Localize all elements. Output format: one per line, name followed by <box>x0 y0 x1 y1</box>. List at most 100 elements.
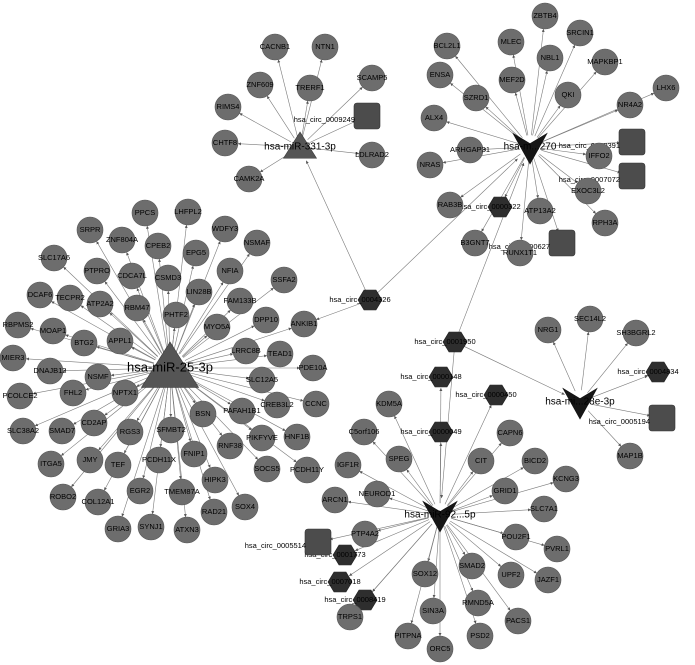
node-synj1[interactable]: SYNJ1 <box>137 513 165 541</box>
node-phtf2[interactable]: PHTF2 <box>162 301 190 329</box>
node-rbm47[interactable]: RBM47 <box>123 294 151 322</box>
node-pcolce2[interactable]: PCOLCE2 <box>2 382 38 410</box>
node-ensa[interactable]: ENSA <box>426 61 454 89</box>
node-rph3a[interactable]: RPH3A <box>591 209 619 237</box>
node-rmnd5a[interactable]: RMND5A <box>462 589 494 617</box>
node-pafah1b1[interactable]: PAFAH1B1 <box>223 397 261 425</box>
node-pacs1[interactable]: PACS1 <box>504 607 532 635</box>
node-rims4[interactable]: RIMS4 <box>214 93 242 121</box>
node-pitpna[interactable]: PITPNA <box>394 622 422 650</box>
node-atxn3[interactable]: ATXN3 <box>173 516 201 544</box>
node-rnf38[interactable]: RNF38 <box>216 432 244 460</box>
node-nbl1[interactable]: NBL1 <box>536 44 564 72</box>
node-cdca7l[interactable]: CDCA7L <box>117 262 147 290</box>
node-slc17a6[interactable]: SLC17A6 <box>38 244 70 272</box>
node-smad7[interactable]: SMAD7 <box>48 417 76 445</box>
node-cacnb1[interactable]: CACNB1 <box>260 33 290 61</box>
node-c0148[interactable]: hsa_circ_0000148 <box>400 366 462 388</box>
node-igf1r[interactable]: IGF1R <box>334 451 362 479</box>
node-lin28b[interactable]: LIN28B <box>185 278 213 306</box>
node-wdfy3[interactable]: WDFY3 <box>211 215 239 243</box>
node-moap1[interactable]: MOAP1 <box>39 317 67 345</box>
node-hnf1b[interactable]: HNF1B <box>283 423 311 451</box>
node-fnip1[interactable]: FNIP1 <box>180 440 208 468</box>
node-nptx1[interactable]: NPTX1 <box>111 379 139 407</box>
node-mlec[interactable]: MLEC <box>497 28 525 56</box>
node-c0049[interactable]: hsa_circ_0000049 <box>400 421 462 443</box>
node-cd2ap[interactable]: CD2AP <box>80 409 108 437</box>
node-arcn1[interactable]: ARCN1 <box>321 486 349 514</box>
node-slc12a5[interactable]: SLC12A5 <box>246 366 278 394</box>
node-rab3b[interactable]: RAB3B <box>436 191 464 219</box>
node-trerf1[interactable]: TRERF1 <box>295 74 325 102</box>
node-creb3l2[interactable]: CREB3L2 <box>260 391 294 419</box>
node-iffo2[interactable]: IFFO2 <box>585 142 613 170</box>
node-grid1[interactable]: GRID1 <box>491 477 519 505</box>
node-c0391[interactable]: hsa_circ_0000391 <box>559 128 646 156</box>
node-c9249[interactable]: hsa_circ_0009249 <box>294 102 381 130</box>
node-znf609[interactable]: ZNF609 <box>246 71 274 99</box>
node-c8419[interactable]: hsa_circ_0008419 <box>324 589 386 611</box>
node-qki[interactable]: QKI <box>554 81 582 109</box>
node-trps1[interactable]: TRPS1 <box>336 603 364 631</box>
node-robo2[interactable]: ROBO2 <box>49 483 77 511</box>
node-capn6[interactable]: CAPN6 <box>496 419 524 447</box>
node-jmy[interactable]: JMY <box>76 446 104 474</box>
node-c4326[interactable]: hsa_circ_0004326 <box>329 289 391 311</box>
node-atp2a2[interactable]: ATP2A2 <box>86 290 114 318</box>
node-ntn1[interactable]: NTN1 <box>311 33 339 61</box>
node-sfmbt2[interactable]: SFMBT2 <box>156 416 186 444</box>
node-mir25[interactable]: hsa-miR-25-3p <box>127 341 213 388</box>
node-sin3a[interactable]: SIN3A <box>419 597 447 625</box>
node-nr4a2[interactable]: NR4A2 <box>616 91 644 119</box>
node-ldlrad2[interactable]: LDLRAD2 <box>355 141 389 169</box>
node-c4834[interactable]: hsa_circ_0004834 <box>617 361 679 383</box>
node-kcng3[interactable]: KCNG3 <box>552 465 580 493</box>
node-c0450[interactable]: hsa_circ_0000450 <box>455 384 517 406</box>
node-nsmaf[interactable]: NSMAF <box>243 229 271 257</box>
node-c1950[interactable]: hsa_circ_0001950 <box>414 331 476 353</box>
node-ptp4a2[interactable]: PTP4A2 <box>351 520 379 548</box>
node-psd2[interactable]: PSD2 <box>466 622 494 650</box>
node-orc5[interactable]: ORC5 <box>426 635 454 663</box>
node-c0322[interactable]: hsa_circ_0000322 <box>459 196 521 218</box>
node-itga5[interactable]: ITGA5 <box>37 450 65 478</box>
node-fam133b[interactable]: FAM133B <box>224 287 257 315</box>
node-pcdh11x[interactable]: PCDH11X <box>142 446 176 474</box>
node-pcdh11y[interactable]: PCDH11Y <box>290 456 324 484</box>
node-mapkbp1[interactable]: MAPKBP1 <box>587 48 623 76</box>
node-c5514[interactable]: hsa_circ_0005514 <box>245 528 332 556</box>
node-srpr[interactable]: SRPR <box>76 216 104 244</box>
node-lrrc8b[interactable]: LRRC8B <box>231 337 261 365</box>
node-c5194[interactable]: hsa_circ_0005194 <box>589 404 676 432</box>
node-znf804a[interactable]: ZNF804A <box>106 226 138 254</box>
node-sox12[interactable]: SOX12 <box>411 560 439 588</box>
node-c1773[interactable]: hsa_circ_0001773 <box>304 544 366 566</box>
node-b3gnt7[interactable]: B3GNT7 <box>460 229 490 257</box>
node-ccnc[interactable]: CCNC <box>302 390 330 418</box>
node-mir331[interactable]: hsa-miR-331-3p <box>264 131 336 159</box>
node-tead1[interactable]: TEAD1 <box>266 340 294 368</box>
node-sh3bgrl2[interactable]: SH3BGRL2 <box>616 319 656 347</box>
node-camk2a[interactable]: CAMK2A <box>234 165 265 193</box>
node-rad21[interactable]: RAD21 <box>200 498 228 526</box>
node-fhl2[interactable]: FHL2 <box>59 379 87 407</box>
node-scamp5[interactable]: SCAMP5 <box>357 64 388 92</box>
node-tef[interactable]: TEF <box>104 451 132 479</box>
node-mir28[interactable]: hsa-mi...28e-3p <box>545 387 615 420</box>
node-kdm5a[interactable]: KDM5A <box>375 390 403 418</box>
node-alx4[interactable]: ALX4 <box>420 104 448 132</box>
node-bcl2l1[interactable]: BCL2L1 <box>433 32 461 60</box>
node-rbpms2[interactable]: RBPMS2 <box>3 311 34 339</box>
node-slc38a2[interactable]: SLC38A2 <box>7 417 39 445</box>
node-dcaf6[interactable]: DCAF6 <box>26 281 54 309</box>
node-cit[interactable]: CIT <box>467 447 495 475</box>
node-map1b[interactable]: MAP1B <box>616 442 644 470</box>
node-ptpro[interactable]: PTPRO <box>83 257 111 285</box>
node-nsmf[interactable]: NSMF <box>84 363 112 391</box>
node-col12a1[interactable]: COL12A1 <box>82 488 115 516</box>
node-speg[interactable]: SPEG <box>385 445 413 473</box>
node-atp13a2[interactable]: ATP13A2 <box>524 197 556 225</box>
node-mir92[interactable]: hsa-miR-92...5p <box>404 500 476 533</box>
node-c7018[interactable]: hsa_circ_0007018 <box>299 571 361 593</box>
